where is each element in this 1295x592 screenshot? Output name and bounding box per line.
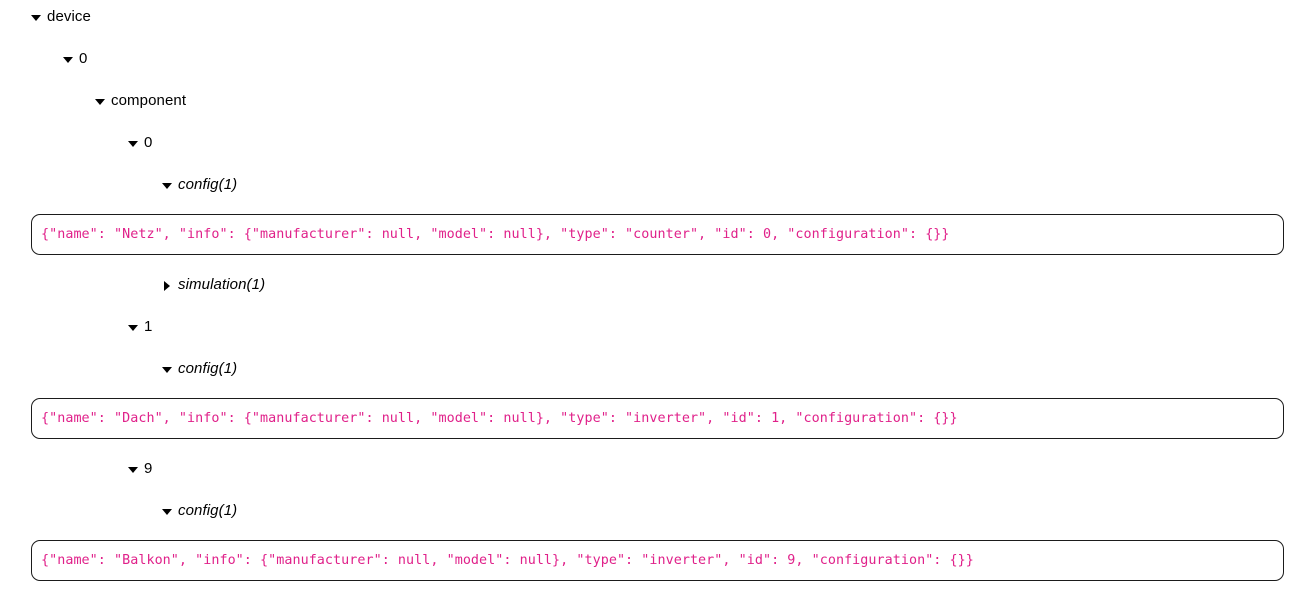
tree-node-component[interactable]: component: [0, 89, 186, 113]
chevron-down-icon[interactable]: [128, 138, 139, 149]
tree-node-config1[interactable]: config(1): [0, 499, 237, 523]
tree-node-device[interactable]: device: [0, 5, 91, 29]
chevron-down-icon[interactable]: [128, 322, 139, 333]
chevron-down-icon[interactable]: [95, 96, 106, 107]
tree-node-simulation1[interactable]: simulation(1): [0, 273, 265, 297]
tree-node-0[interactable]: 0: [0, 47, 87, 71]
tree-node-label: 0: [79, 50, 88, 67]
chevron-down-icon[interactable]: [162, 180, 173, 191]
chevron-down-icon[interactable]: [162, 506, 173, 517]
tree-node-config1[interactable]: config(1): [0, 357, 237, 381]
json-value-box[interactable]: {"name": "Balkon", "info": {"manufacture…: [31, 540, 1284, 581]
tree-node-0[interactable]: 0: [0, 131, 152, 155]
tree-node-label: 9: [144, 460, 153, 477]
tree-node-label: config(1): [178, 176, 238, 193]
tree-node-1[interactable]: 1: [0, 315, 152, 339]
tree-node-label: config(1): [178, 502, 238, 519]
json-value-box[interactable]: {"name": "Dach", "info": {"manufacturer"…: [31, 398, 1284, 439]
tree-node-label: device: [47, 8, 91, 25]
json-value-text: {"name": "Balkon", "info": {"manufacture…: [41, 552, 974, 568]
tree-node-config1[interactable]: config(1): [0, 173, 237, 197]
chevron-down-icon[interactable]: [63, 54, 74, 65]
chevron-down-icon[interactable]: [162, 364, 173, 375]
tree-node-label: 1: [144, 318, 153, 335]
tree-node-label: 0: [144, 134, 153, 151]
tree-node-label: config(1): [178, 360, 238, 377]
tree-node-9[interactable]: 9: [0, 457, 152, 481]
tree-node-label: simulation(1): [178, 276, 266, 293]
chevron-down-icon[interactable]: [128, 464, 139, 475]
json-value-box[interactable]: {"name": "Netz", "info": {"manufacturer"…: [31, 214, 1284, 255]
tree-node-label: component: [111, 92, 187, 109]
chevron-right-icon[interactable]: [162, 280, 173, 291]
chevron-down-icon[interactable]: [31, 12, 42, 23]
json-value-text: {"name": "Netz", "info": {"manufacturer"…: [41, 226, 950, 242]
json-value-text: {"name": "Dach", "info": {"manufacturer"…: [41, 410, 958, 426]
